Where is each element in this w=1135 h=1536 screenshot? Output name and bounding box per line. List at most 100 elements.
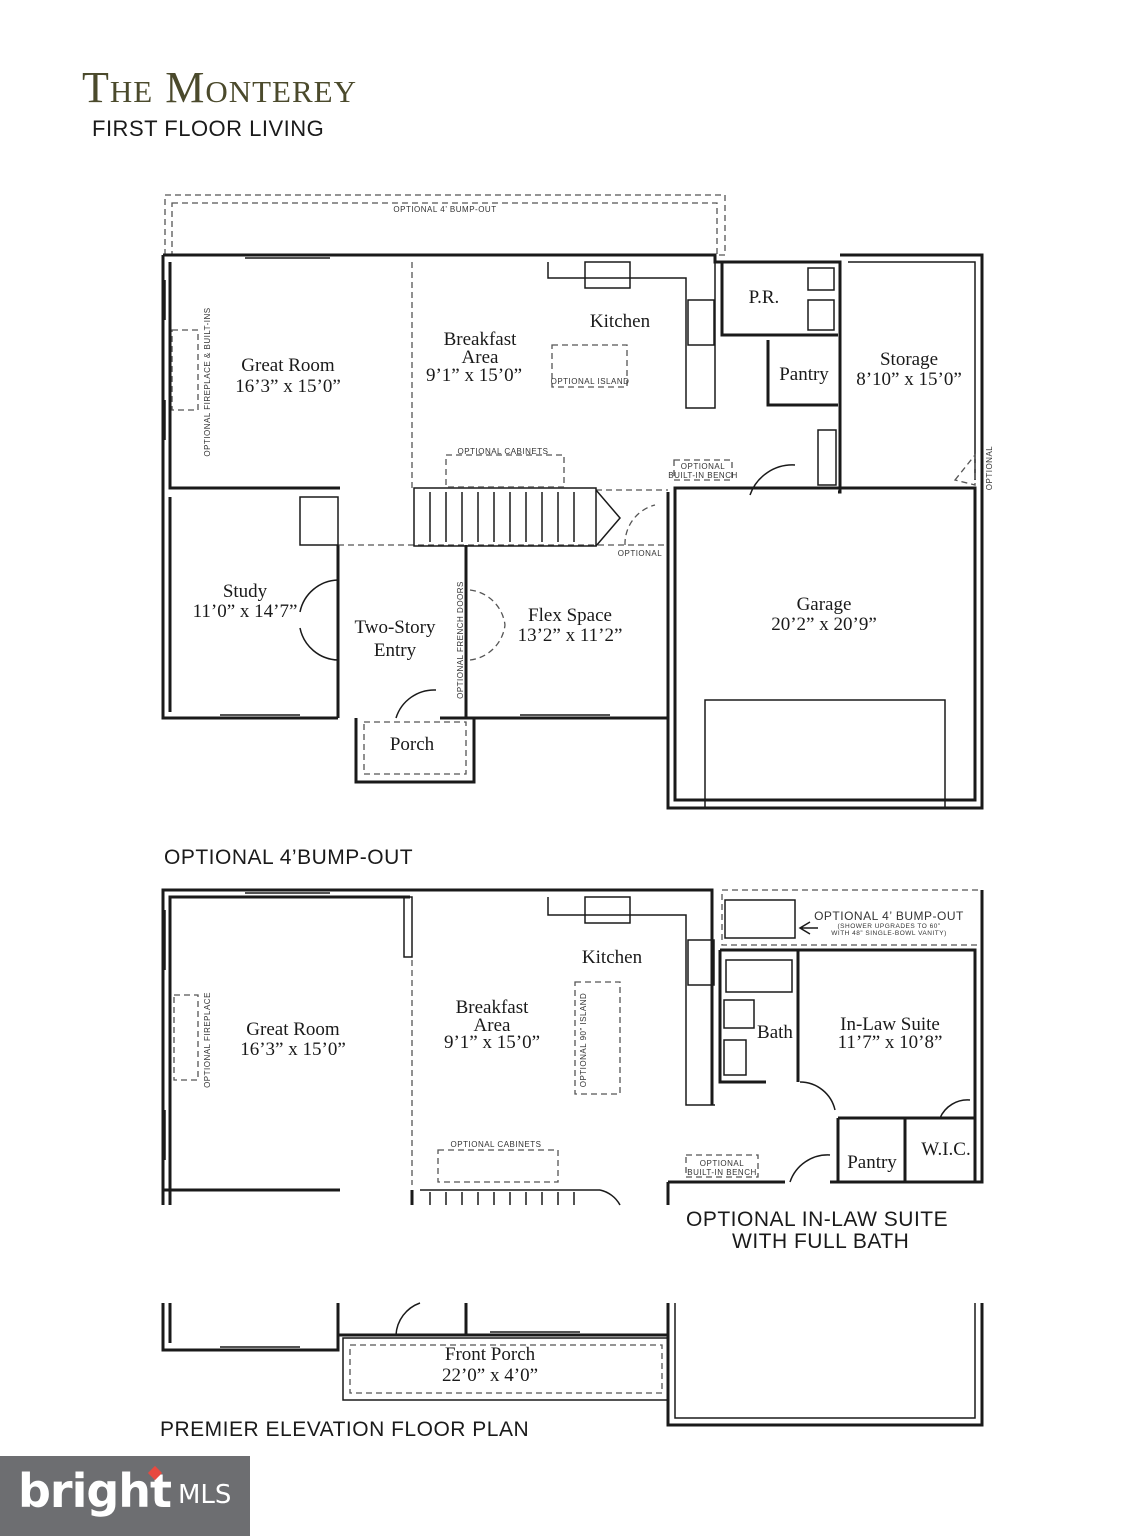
first-floor-plan: OPTIONAL 4’ BUMP-OUT	[161, 194, 994, 810]
top-wall	[163, 253, 842, 494]
suite-wall	[830, 890, 984, 1184]
room-name: Garage	[797, 594, 852, 615]
toilet-icon	[807, 267, 835, 291]
closet	[299, 496, 339, 546]
bench-note: BUILT-IN BENCH	[687, 1168, 757, 1177]
front-door	[395, 689, 437, 719]
room-name: P.R.	[749, 287, 780, 308]
room-name: Kitchen	[590, 311, 651, 332]
kitchen-counter	[547, 897, 715, 1106]
bath-wall	[718, 950, 766, 1084]
room-name: Entry	[374, 640, 417, 661]
cabinets-note: OPTIONAL CABINETS	[451, 1140, 542, 1149]
bench-note: OPTIONAL	[700, 1159, 745, 1168]
room-size: 8’10” x 15’0”	[856, 369, 962, 390]
study-door	[299, 579, 339, 613]
room-name: Breakfast	[456, 997, 530, 1018]
front-porch	[342, 1337, 669, 1401]
optional-fireplace	[173, 994, 199, 1081]
pantry-wall	[766, 340, 838, 407]
island-note: OPTIONAL 90” ISLAND	[579, 993, 588, 1088]
garage-entry-door	[789, 1154, 831, 1183]
room-name: Great Room	[246, 1019, 340, 1040]
logo-suffix: MLS	[178, 1480, 232, 1510]
vanity-icon	[723, 1039, 747, 1076]
bench-note: BUILT-IN BENCH	[668, 471, 738, 480]
bumpout-note: OPTIONAL 4’ BUMP-OUT	[814, 909, 964, 923]
front-door	[395, 1302, 421, 1336]
french-door	[469, 624, 506, 661]
stair-curve	[599, 1189, 621, 1206]
room-name: Bath	[757, 1022, 793, 1043]
room-size: 11’7” x 10’8”	[838, 1032, 943, 1053]
optional-bench	[685, 1154, 759, 1178]
room-name: In-Law Suite	[840, 1014, 940, 1035]
storage-inner	[848, 261, 976, 480]
porch-wall	[354, 718, 476, 784]
room-size: 13’2” x 11’2”	[518, 625, 623, 646]
bathtub-icon	[725, 959, 793, 993]
arrow-icon	[798, 921, 818, 935]
optional-cabinets	[437, 1149, 559, 1183]
plan-subtitle: FIRST FLOOR LIVING	[92, 116, 325, 141]
room-name: Great Room	[241, 355, 335, 376]
sink-icon	[584, 261, 631, 289]
room-name: Pantry	[847, 1152, 897, 1173]
room-name: W.I.C.	[921, 1139, 970, 1160]
garage-front	[666, 1303, 984, 1427]
wic-door	[939, 1099, 971, 1119]
room-name: Front Porch	[445, 1344, 536, 1365]
optional-island	[574, 981, 621, 1095]
kitchen-counter	[547, 262, 716, 409]
toilet-icon	[723, 999, 755, 1029]
optional-bench	[673, 459, 733, 481]
left-wall	[161, 255, 338, 720]
garage-wall	[666, 253, 984, 810]
room-size: 22’0” x 4’0”	[442, 1365, 538, 1386]
room-name: Breakfast	[444, 329, 518, 350]
room-name: Study	[223, 581, 268, 602]
garage-inner	[673, 486, 977, 802]
premier-section-label: PREMIER ELEVATION FLOOR PLAN	[160, 1418, 530, 1441]
room-size: 9’1” x 15’0”	[444, 1032, 540, 1053]
optional-door	[624, 504, 656, 546]
great-room-inner	[168, 262, 340, 490]
front-porch-outline	[349, 1344, 663, 1394]
porch-outline	[363, 721, 467, 775]
stairs	[413, 487, 597, 547]
fireplace-note: OPTIONAL FIREPLACE	[203, 992, 212, 1088]
room-name: Storage	[880, 349, 938, 370]
garage-door	[704, 699, 946, 809]
room-size: 16’3” x 15’0”	[235, 376, 341, 397]
room-name: Area	[462, 347, 499, 368]
suite-door	[799, 1081, 836, 1111]
inlaw-section-label: OPTIONAL IN-LAW SUITE	[686, 1208, 949, 1231]
stove-icon	[687, 939, 715, 986]
optional-fireplace	[171, 329, 199, 411]
plan-title: The Monterey	[82, 63, 357, 112]
island-note: OPTIONAL ISLAND	[551, 377, 630, 386]
fireplace-note: OPTIONAL FIREPLACE & BUILT-INS	[203, 307, 212, 456]
stair-storage	[817, 429, 837, 486]
room-name: Kitchen	[582, 947, 643, 968]
optional-note: OPTIONAL	[985, 446, 994, 491]
stair-treads	[429, 1192, 575, 1205]
bumpout-plan: Kitchen Great Room 16’3” x 15’0” Breakfa…	[161, 888, 984, 1206]
suite-wall	[720, 948, 977, 1182]
french-doors-note: OPTIONAL FRENCH DOORS	[456, 581, 465, 699]
room-name: Porch	[390, 734, 435, 755]
shower	[724, 899, 796, 939]
optional-bumpout-inner	[171, 202, 718, 256]
stove-icon	[687, 299, 715, 346]
room-size: 20’2” x 20’9”	[771, 614, 877, 635]
french-door	[469, 589, 506, 626]
optional-garage-door	[953, 453, 976, 486]
sink-icon	[807, 299, 835, 331]
bumpout-section-label: OPTIONAL 4’BUMP-OUT	[164, 846, 414, 869]
inlaw-section-label: WITH FULL BATH	[732, 1230, 910, 1253]
logo-brand: bright	[18, 1464, 172, 1518]
study-door	[299, 627, 339, 661]
optional-cabinets	[445, 454, 565, 488]
sink-icon	[584, 896, 631, 924]
